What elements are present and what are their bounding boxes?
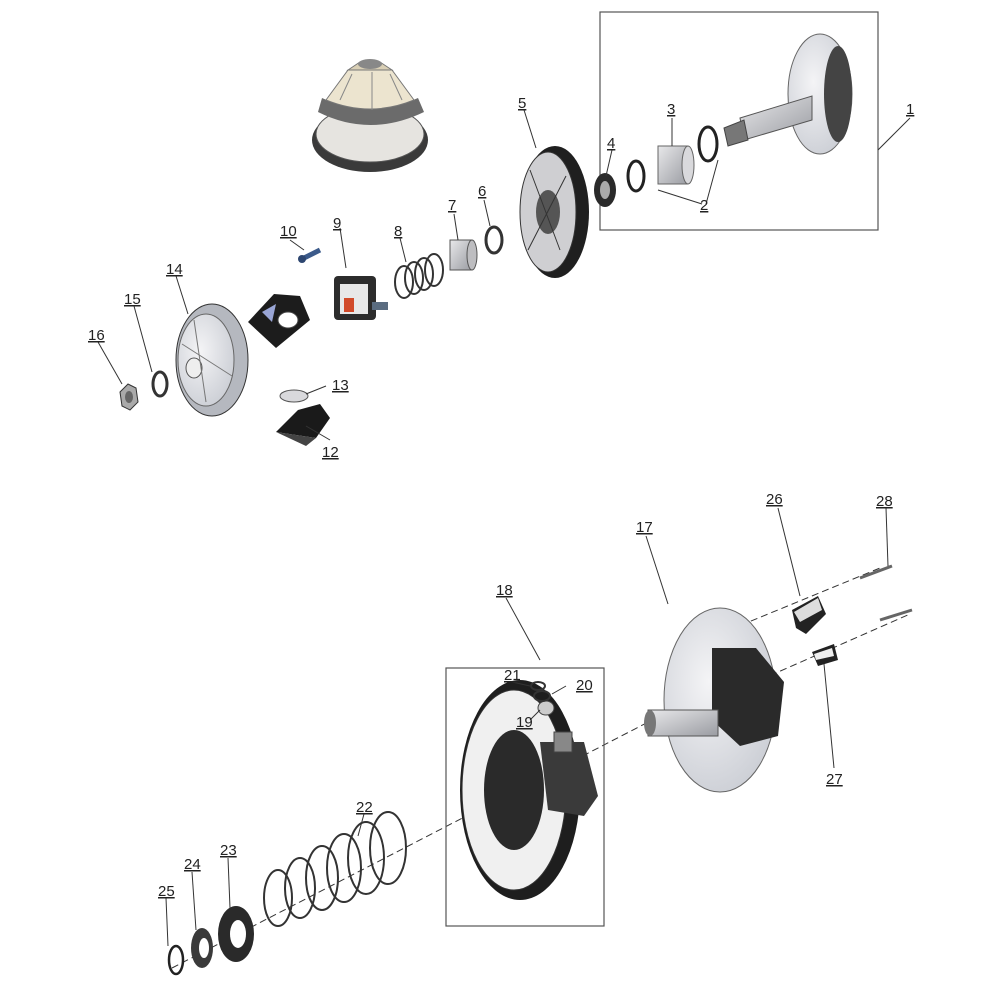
part-22-spring (263, 811, 407, 927)
ramp-plate (248, 294, 310, 348)
label-9: 9 (333, 215, 341, 232)
part-19-bushing (537, 700, 555, 716)
part-10-screw (298, 247, 322, 263)
label-5: 5 (518, 95, 526, 112)
part-3-bushing (657, 145, 695, 185)
label-19: 19 (516, 714, 533, 731)
part-27-wedge (812, 644, 838, 666)
part-26-wedge (792, 596, 826, 634)
part-18-group-box (445, 667, 605, 927)
assembled-clutch-preview (312, 59, 428, 172)
label-15: 15 (124, 291, 141, 308)
label-17: 17 (636, 519, 653, 536)
label-24: 24 (184, 856, 201, 873)
label-2: 2 (700, 197, 708, 214)
label-13: 13 (332, 377, 349, 394)
label-14: 14 (166, 261, 183, 278)
label-21: 21 (504, 667, 521, 684)
label-22: 22 (356, 799, 373, 816)
part-18-movable-sheave (460, 680, 598, 900)
label-26: 26 (766, 491, 783, 508)
part-7-bushing (449, 239, 478, 271)
part-21-ring (530, 681, 546, 691)
part-23-spring-seat (218, 906, 254, 962)
label-12: 12 (322, 444, 339, 461)
label-20: 20 (576, 677, 593, 694)
part-24-washer (191, 928, 213, 968)
label-3: 3 (667, 101, 675, 118)
part-17-sheave (644, 607, 784, 793)
part-2-circlips (626, 125, 719, 193)
part-15-washer (151, 370, 169, 398)
label-6: 6 (478, 183, 486, 200)
part-4-bearing (594, 173, 616, 207)
pin-axis-lower (759, 613, 911, 681)
part-1-group-box (599, 11, 879, 231)
label-27: 27 (826, 771, 843, 788)
label-25: 25 (158, 883, 175, 900)
part-13-disc (279, 389, 309, 403)
part-9-slider-block (334, 276, 388, 320)
part-28-pins (859, 564, 913, 622)
label-8: 8 (394, 223, 402, 240)
part-20-ring (533, 690, 551, 702)
label-4: 4 (607, 135, 615, 152)
part-5-movable-sheave (519, 146, 589, 278)
part-6-washer (484, 225, 504, 255)
part-1-fixed-sheave (723, 33, 853, 155)
part-14-cover (175, 303, 249, 417)
label-16: 16 (88, 327, 105, 344)
label-7: 7 (448, 197, 456, 214)
part-labels: 1 2 3 4 5 6 7 8 9 10 12 13 14 15 16 17 1… (88, 95, 914, 900)
leader-lines (97, 109, 911, 947)
part-16-nut (119, 383, 139, 411)
label-1: 1 (906, 101, 914, 118)
label-10: 10 (280, 223, 297, 240)
label-23: 23 (220, 842, 237, 859)
label-28: 28 (876, 493, 893, 510)
part-25-circlip (167, 944, 185, 976)
part-8-spring (394, 253, 444, 299)
part-12-weight (276, 404, 330, 446)
label-18: 18 (496, 582, 513, 599)
